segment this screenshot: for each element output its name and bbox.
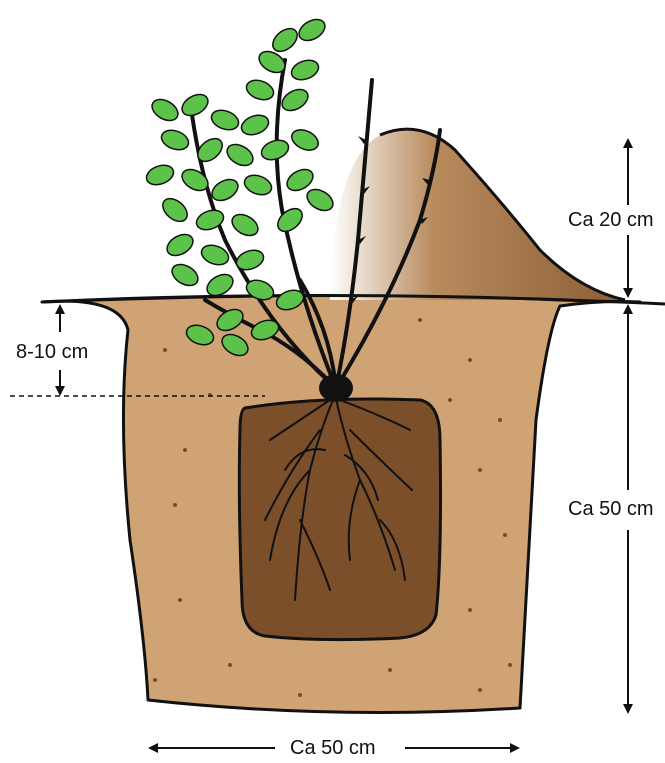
hole-width-label: Ca 50 cm	[288, 736, 378, 760]
planting-depth-label: 8-10 cm	[14, 340, 90, 364]
mound-height-label: Ca 20 cm	[566, 208, 656, 232]
hole-depth-label: Ca 50 cm	[566, 497, 656, 521]
root-ball	[239, 399, 440, 640]
